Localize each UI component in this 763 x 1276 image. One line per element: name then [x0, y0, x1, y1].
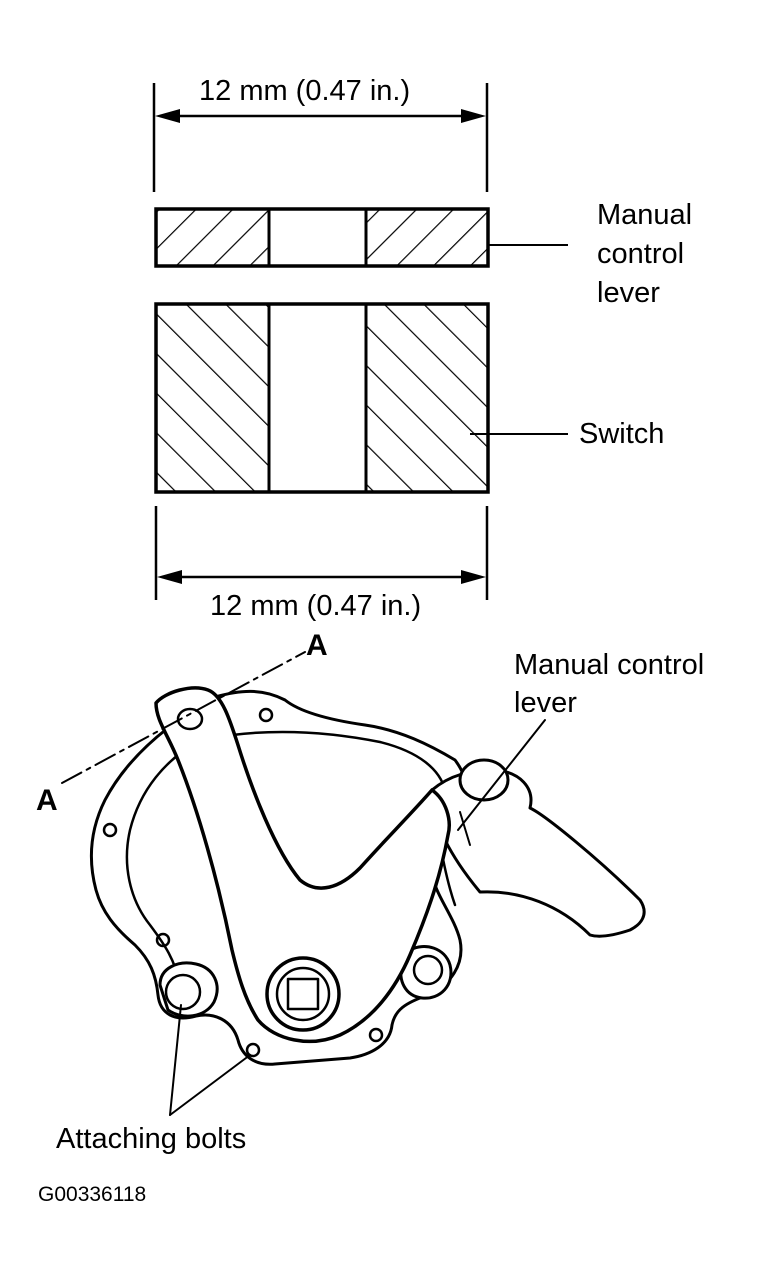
dimension-bottom-label: 12 mm (0.47 in.): [210, 590, 422, 622]
section-a-left-label: A: [36, 784, 58, 817]
leader-attaching-bolt-left: [169, 1004, 182, 1116]
manual-control-lever-label-line2: control: [597, 238, 685, 270]
dimension-top-label: 12 mm (0.47 in.): [199, 75, 411, 107]
section-a-top-label: A: [306, 629, 328, 662]
attaching-bolts-label: Attaching bolts: [56, 1123, 247, 1155]
manual-control-lever-label-line1: Manual: [597, 199, 693, 231]
switch-cross-section: [154, 302, 568, 494]
manual-control-lever-lower-label-line1: Manual control: [514, 649, 705, 681]
manual-lever-arm: [154, 686, 451, 1044]
side-arm: [430, 768, 646, 938]
manual-control-lever-label-line3: lever: [597, 277, 660, 309]
switch-label: Switch: [579, 418, 665, 450]
leader-attaching-bolt-right: [169, 1054, 251, 1116]
switch-assembly-illustration: [61, 651, 646, 1116]
lever-cross-section: [154, 207, 568, 268]
dimension-bottom: [154, 506, 489, 600]
figure-id-label: G00336118: [38, 1183, 147, 1206]
section-line-a-a: [61, 651, 306, 784]
manual-control-lever-lower-label-line2: lever: [514, 687, 577, 719]
leader-manual-control-lever-lower: [457, 719, 546, 831]
dimension-top: [152, 83, 489, 192]
